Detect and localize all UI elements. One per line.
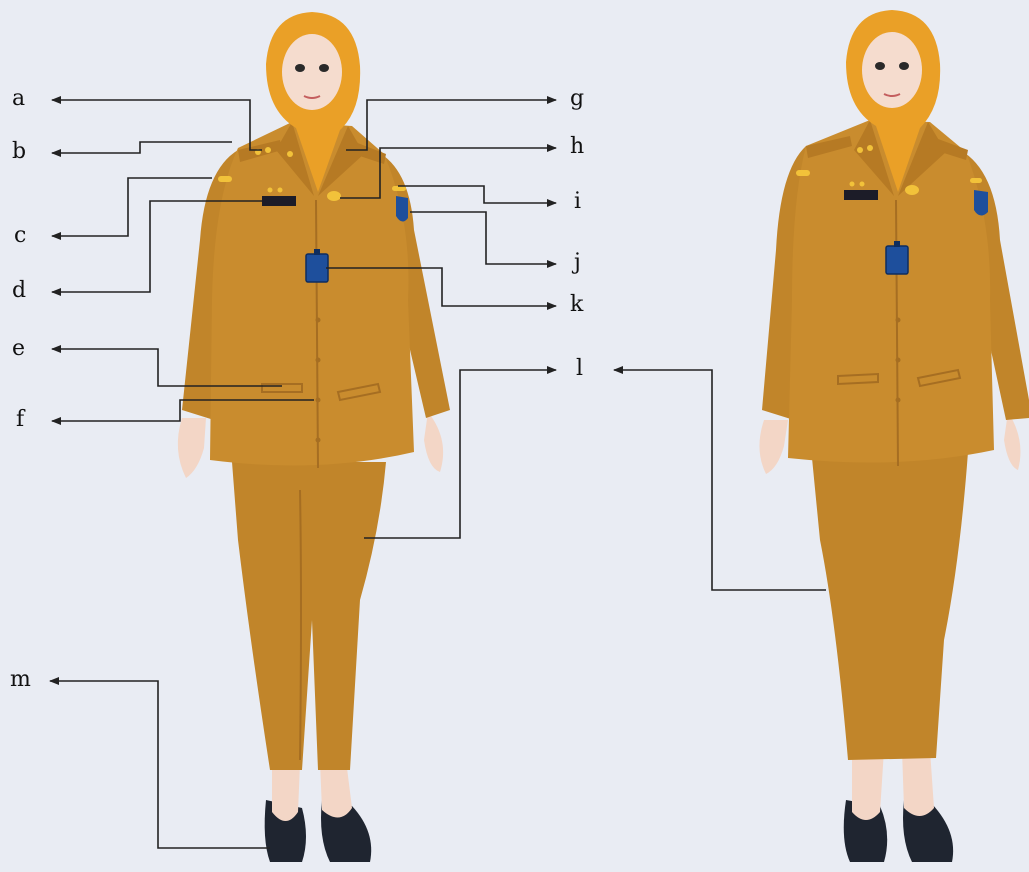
trouser-crease — [300, 490, 301, 760]
hand-left — [178, 418, 206, 478]
hand-right — [424, 412, 443, 472]
label-i: i — [574, 191, 581, 213]
name-plate — [262, 196, 296, 206]
label-f: f — [16, 409, 24, 431]
figure-side — [759, 10, 1029, 862]
figure-front — [178, 12, 450, 862]
label-b: b — [12, 141, 26, 163]
korpri-emblem — [327, 191, 341, 201]
id-card — [306, 254, 328, 282]
label-m: m — [10, 669, 31, 691]
arrow-g — [346, 100, 556, 150]
arrow-b — [52, 142, 232, 153]
leader-arrows — [50, 100, 826, 848]
gold-bar — [218, 176, 232, 182]
label-k: k — [570, 294, 583, 316]
label-c: c — [14, 225, 26, 247]
label-g: g — [570, 88, 584, 110]
label-h: h — [570, 136, 584, 158]
skirt — [812, 452, 968, 760]
label-a: a — [12, 88, 25, 110]
label-d: d — [12, 280, 26, 302]
label-e: e — [12, 338, 25, 360]
arrow-j — [410, 212, 556, 264]
arrow-c — [52, 178, 212, 236]
shoulder-badge — [396, 196, 408, 222]
label-j: j — [574, 252, 581, 274]
arrow-i — [398, 186, 556, 203]
trousers — [232, 462, 386, 770]
arrow-m — [50, 681, 270, 848]
label-l: l — [576, 358, 583, 380]
